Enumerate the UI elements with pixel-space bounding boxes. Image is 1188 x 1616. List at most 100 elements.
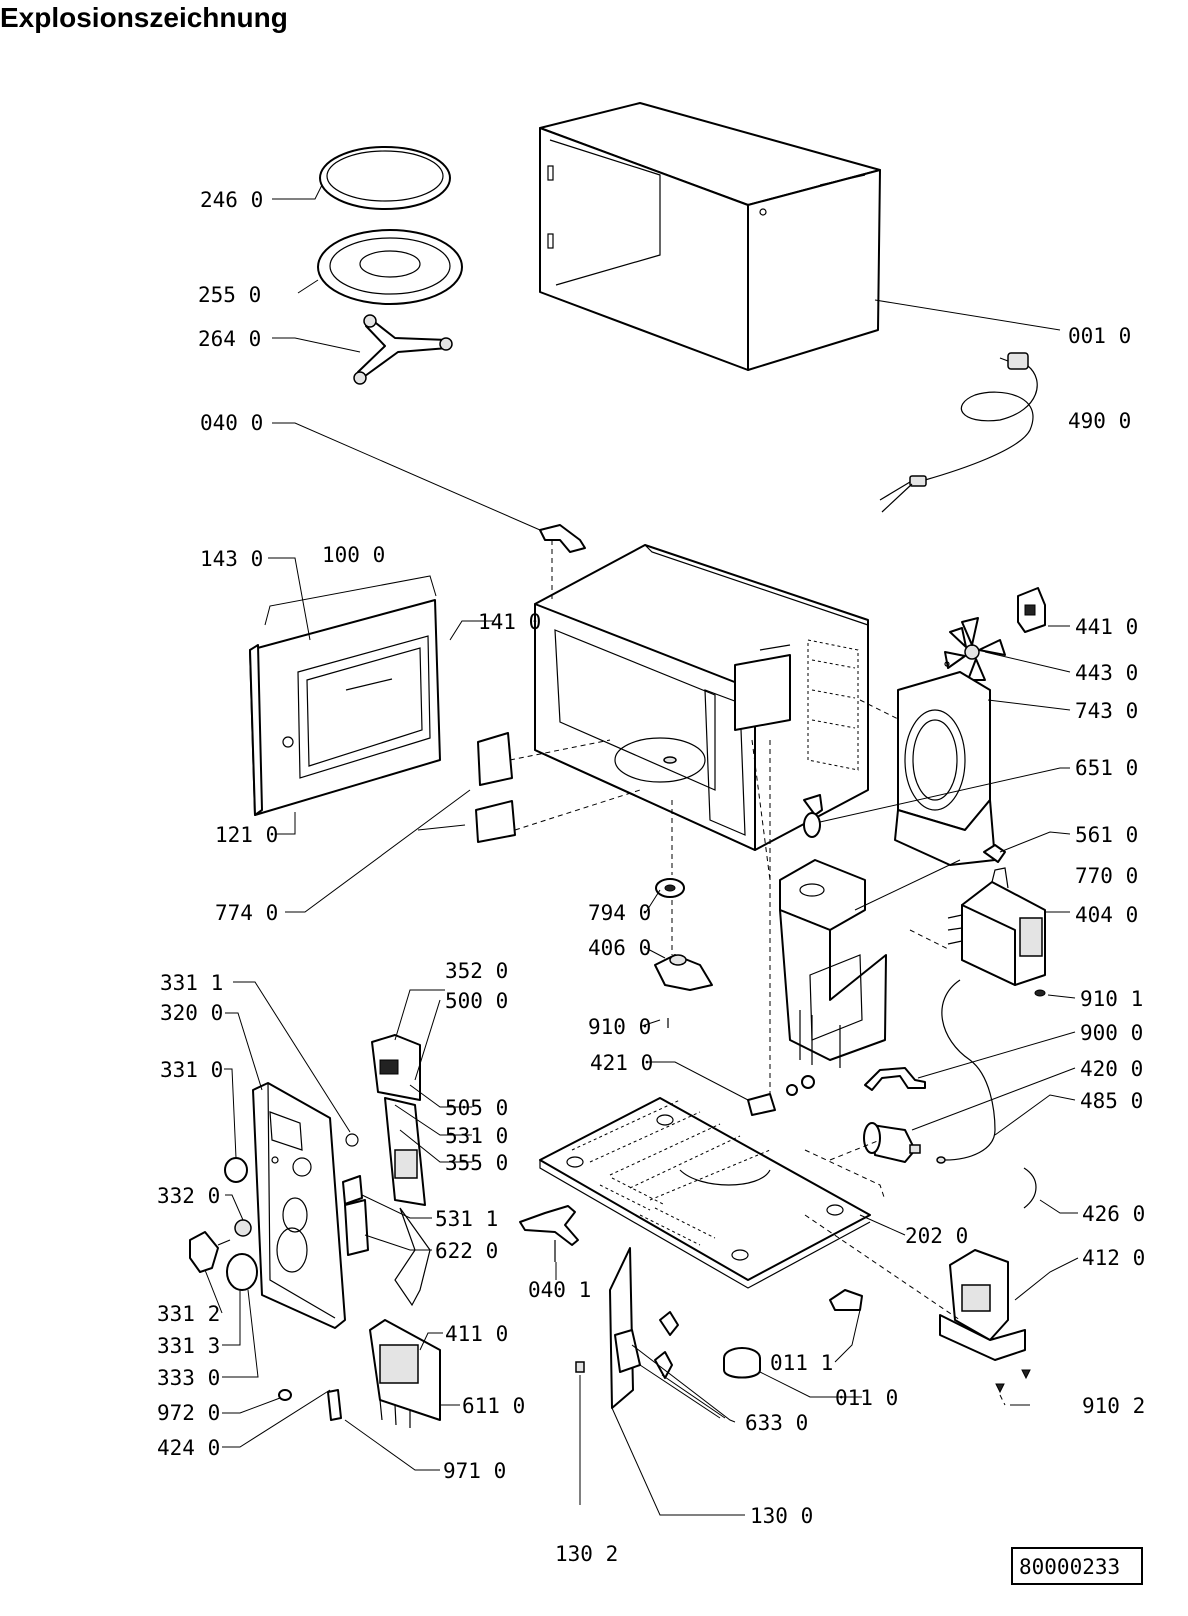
label-130-2: 130 2 — [555, 1542, 618, 1566]
screw-set-part — [995, 1369, 1031, 1394]
coupler-part — [655, 878, 685, 898]
socket-part — [747, 1075, 815, 1116]
label-320: 320 0 — [160, 1001, 223, 1025]
outer-casing-part — [539, 102, 881, 371]
label-246: 246 0 — [200, 188, 263, 212]
hinge-bracket-part — [539, 524, 586, 553]
label-412: 412 0 — [1082, 1246, 1145, 1270]
label-264: 264 0 — [198, 327, 261, 351]
base-plate-part — [539, 1097, 871, 1289]
document-code-text: 80000233 — [1019, 1555, 1120, 1579]
label-910: 910 0 — [588, 1015, 651, 1039]
push-button-part — [224, 1157, 248, 1183]
turntable-motor-part — [654, 954, 713, 1028]
label-100: 100 0 — [322, 543, 385, 567]
capacitor-bracket-part — [864, 1067, 926, 1091]
page-title: Explosionszeichnung — [0, 2, 288, 33]
foot-part — [829, 1289, 863, 1311]
mica-cover-part — [475, 732, 516, 843]
label-490: 490 0 — [1068, 409, 1131, 433]
cartridge-fuse-part — [327, 1389, 342, 1421]
label-333: 333 0 — [157, 1366, 220, 1390]
label-421: 421 0 — [590, 1051, 653, 1075]
label-040: 040 0 — [200, 411, 263, 435]
label-531-1: 531 1 — [435, 1207, 498, 1231]
label-426: 426 0 — [1082, 1202, 1145, 1226]
label-531: 531 0 — [445, 1124, 508, 1148]
label-011-1: 011 1 — [770, 1351, 833, 1375]
knob-part — [189, 1231, 231, 1273]
turntable-ring-part — [319, 146, 451, 210]
control-panel-part — [252, 1082, 346, 1329]
small-bulb-part — [278, 1389, 292, 1401]
knob-spring-part — [345, 1133, 359, 1147]
magnetron-part — [939, 1249, 1026, 1361]
label-424: 424 0 — [157, 1436, 220, 1460]
gear-part — [234, 1219, 252, 1237]
label-443: 443 0 — [1075, 661, 1138, 685]
label-561: 561 0 — [1075, 823, 1138, 847]
label-202: 202 0 — [905, 1224, 968, 1248]
label-130: 130 0 — [750, 1504, 813, 1528]
label-743: 743 0 — [1075, 699, 1138, 723]
transformer-part — [947, 867, 1046, 986]
label-794: 794 0 — [588, 901, 651, 925]
label-500: 500 0 — [445, 989, 508, 1013]
power-cord-part — [879, 352, 1038, 513]
label-611: 611 0 — [462, 1394, 525, 1418]
label-001: 001 0 — [1068, 324, 1131, 348]
label-011: 011 0 — [835, 1386, 898, 1410]
oven-cavity-part — [534, 544, 869, 851]
label-420: 420 0 — [1080, 1057, 1143, 1081]
label-910-2: 910 2 — [1082, 1394, 1145, 1418]
label-121: 121 0 — [215, 823, 278, 847]
label-331-2: 331 2 — [157, 1302, 220, 1326]
label-900: 900 0 — [1080, 1021, 1143, 1045]
label-411: 411 0 — [445, 1322, 508, 1346]
microswitch-part — [342, 1175, 369, 1256]
hv-diode-part — [936, 979, 996, 1164]
label-355: 355 0 — [445, 1151, 508, 1175]
document-code: 80000233 — [1011, 1547, 1143, 1585]
label-910-1: 910 1 — [1080, 987, 1143, 1011]
leader-lines — [204, 184, 1079, 1516]
dial-knob-part — [226, 1253, 258, 1291]
door-assembly-part — [249, 599, 441, 816]
label-332: 332 0 — [157, 1184, 220, 1208]
label-141: 141 0 — [478, 610, 541, 634]
label-485: 485 0 — [1080, 1089, 1143, 1113]
label-331-3: 331 3 — [157, 1334, 220, 1358]
switch-bracket-part — [983, 844, 1006, 863]
label-255: 255 0 — [198, 283, 261, 307]
label-331: 331 0 — [160, 1058, 223, 1082]
assembly-guide-lines — [509, 540, 1006, 1406]
fan-blade-part — [944, 617, 1006, 681]
lv-transformer-part — [369, 1319, 441, 1428]
part-labels: 246 0 255 0 264 0 040 0 001 0 490 0 143 … — [157, 188, 1145, 1566]
glass-plate-part — [317, 229, 463, 305]
label-331-1: 331 1 — [160, 971, 223, 995]
lamp-part — [803, 794, 823, 838]
control-board-part — [371, 1034, 431, 1307]
label-651: 651 0 — [1075, 756, 1138, 780]
capacitor-part — [863, 1122, 921, 1163]
label-143: 143 0 — [200, 547, 263, 571]
fuse-part — [1023, 1167, 1037, 1209]
label-972: 972 0 — [157, 1401, 220, 1425]
thermostat-part — [1017, 587, 1046, 633]
label-505: 505 0 — [445, 1096, 508, 1120]
label-040-1: 040 1 — [528, 1278, 591, 1302]
label-352: 352 0 — [445, 959, 508, 983]
interlock-bracket-part — [575, 1247, 679, 1409]
label-971: 971 0 — [443, 1459, 506, 1483]
label-774: 774 0 — [215, 901, 278, 925]
roller-part — [723, 1347, 761, 1379]
screw-part — [1034, 989, 1046, 997]
fan-duct-part — [894, 671, 996, 866]
label-770: 770 0 — [1075, 864, 1138, 888]
label-404: 404 0 — [1075, 903, 1138, 927]
roller-support-part — [353, 314, 453, 385]
chassis-plate-part — [779, 859, 887, 1068]
